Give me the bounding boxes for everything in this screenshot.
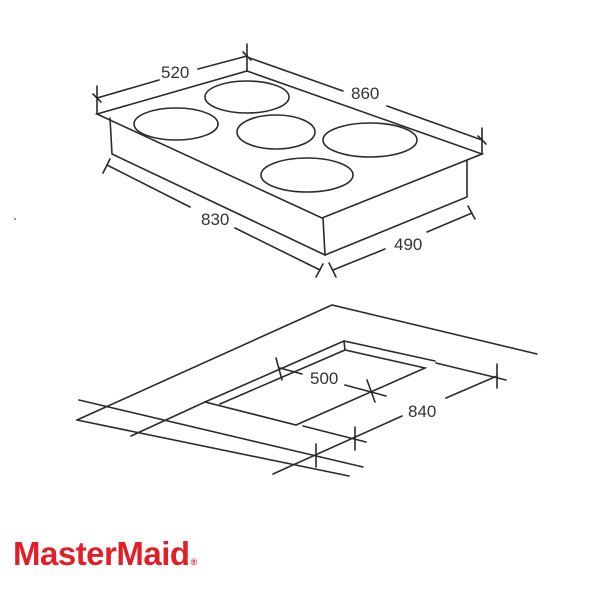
burner-front [260,157,354,193]
dim-label-520: 520 [161,63,189,82]
worktop-back-edges [76,304,538,421]
registered-mark: ® [190,557,198,567]
worktop-front-edge-bottom [76,419,350,477]
dim-label-860: 860 [351,84,379,103]
burner-left [133,107,219,141]
cutout-inner [204,349,428,426]
burner-right [322,122,418,158]
cooktop-drawing: 520 860 830 490 [92,43,487,278]
brand-logo: MasterMaid® [13,537,197,570]
dim-label-830: 830 [201,210,229,229]
burner-center [236,114,316,150]
burner-back [204,80,290,114]
dim-label-490: 490 [394,235,422,254]
dimension-line-860 [246,56,487,155]
brand-name: MasterMaid [13,535,190,572]
worktop-left-line [130,401,206,437]
cutout-drawing: 500 840 [76,304,538,477]
dimension-line-500 [275,357,387,403]
dim-label-500: 500 [310,369,338,388]
dim-label-840: 840 [408,402,436,421]
dimension-line-840 [272,362,507,475]
cooktop-body-left [109,117,326,257]
dimension-line-830 [102,158,324,278]
stray-dot [14,218,16,220]
cooktop-top-surface [94,70,485,219]
dimension-line-490 [328,205,476,278]
cooktop-body-right [324,159,468,256]
worktop-front-edge-top [78,399,364,468]
